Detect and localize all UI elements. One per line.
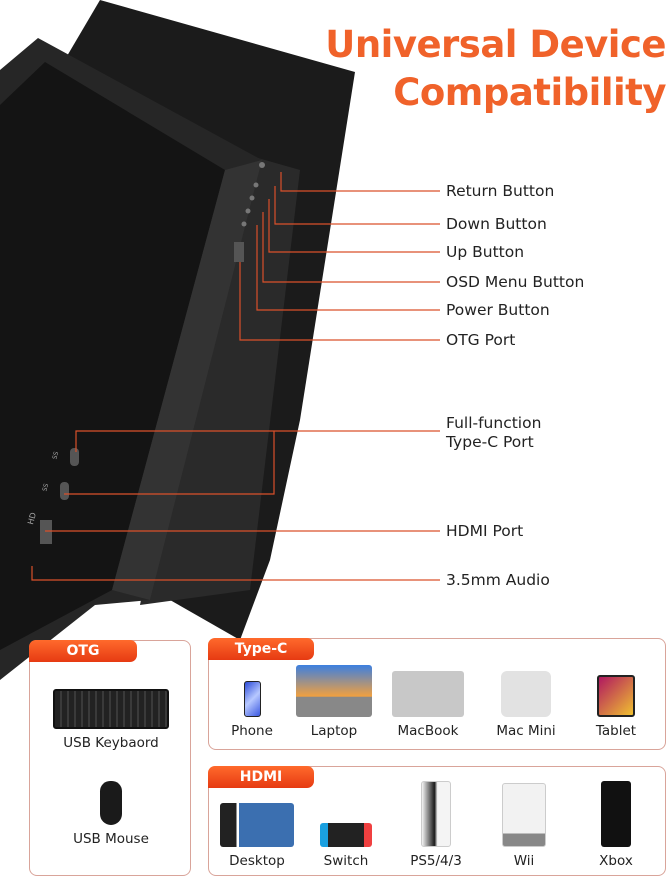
item-label: Desktop	[229, 853, 285, 869]
callout-otg-port: OTG Port	[446, 331, 516, 349]
hdmi-tag: HDMI	[208, 766, 314, 788]
callout-audio: 3.5mm Audio	[446, 571, 550, 589]
item-label: Tablet	[595, 723, 637, 739]
item-label: Phone	[231, 723, 273, 739]
side-buttons	[241, 162, 265, 227]
keyboard-icon	[53, 689, 169, 729]
monitor-bezel-edge	[112, 160, 262, 600]
typec-box: Type-C Phone Laptop MacBook Mac Mini Tab…	[208, 638, 666, 750]
phone-icon	[243, 681, 261, 717]
macbook-icon	[392, 671, 464, 717]
headline-line-2: Compatibility	[393, 71, 666, 114]
callout-typec-line1: Full-function	[446, 414, 542, 432]
mac-mini-icon	[501, 671, 551, 717]
item-label: Xbox	[599, 853, 633, 869]
otg-tag: OTG	[29, 640, 137, 662]
otg-item-mouse: USB Mouse	[66, 781, 156, 847]
otg-box: OTG USB Keybaord USB Mouse	[29, 640, 191, 876]
typec-tag: Type-C	[208, 638, 314, 660]
typec-item-laptop: Laptop	[289, 665, 379, 739]
side-edge	[140, 150, 300, 605]
xbox-icon	[601, 781, 631, 847]
callout-power-button: Power Button	[446, 301, 550, 319]
typec-port-1	[70, 448, 79, 466]
otg-port	[234, 242, 244, 262]
typec-item-phone: Phone	[207, 681, 297, 739]
callout-hdmi-port: HDMI Port	[446, 522, 524, 540]
item-label: Mac Mini	[496, 723, 556, 739]
hdmi-port	[40, 520, 52, 544]
typec-port-2	[60, 482, 69, 500]
wii-icon	[502, 783, 546, 847]
front-monitor-screen	[0, 62, 225, 650]
switch-icon	[320, 823, 372, 847]
otg-item-label: USB Mouse	[73, 831, 149, 847]
laptop-icon	[296, 665, 372, 717]
item-label: Wii	[513, 853, 535, 869]
typec-item-tablet: Tablet	[571, 675, 661, 739]
mouse-icon	[100, 781, 122, 825]
callout-return-button: Return Button	[446, 182, 555, 200]
hdmi-item-desktop: Desktop	[212, 803, 302, 869]
playstation-icon	[421, 781, 451, 847]
typec-item-mac-mini: Mac Mini	[481, 671, 571, 739]
callout-lines	[31, 172, 440, 581]
callout-up-button: Up Button	[446, 243, 525, 261]
otg-item-keyboard: USB Keybaord	[50, 689, 172, 751]
hdmi-item-switch: Switch	[301, 823, 391, 869]
callout-typec-line2: Type-C Port	[446, 433, 534, 451]
tablet-icon	[597, 675, 635, 717]
typec-item-macbook: MacBook	[383, 671, 473, 739]
item-label: PS5/4/3	[410, 853, 462, 869]
item-label: MacBook	[397, 723, 459, 739]
item-label: Switch	[323, 853, 369, 869]
headline-line-1: Universal Device	[325, 23, 666, 66]
hdmi-item-xbox: Xbox	[571, 781, 661, 869]
callout-osd-menu-button: OSD Menu Button	[446, 273, 585, 291]
otg-item-label: USB Keybaord	[63, 735, 159, 751]
hdmi-box: HDMI Desktop Switch PS5/4/3 Wii Xbox	[208, 766, 666, 876]
hdmi-item-wii: Wii	[479, 783, 569, 869]
item-label: Laptop	[310, 723, 358, 739]
callout-down-button: Down Button	[446, 215, 547, 233]
desktop-icon	[220, 803, 294, 847]
hdmi-item-playstation: PS5/4/3	[391, 781, 481, 869]
